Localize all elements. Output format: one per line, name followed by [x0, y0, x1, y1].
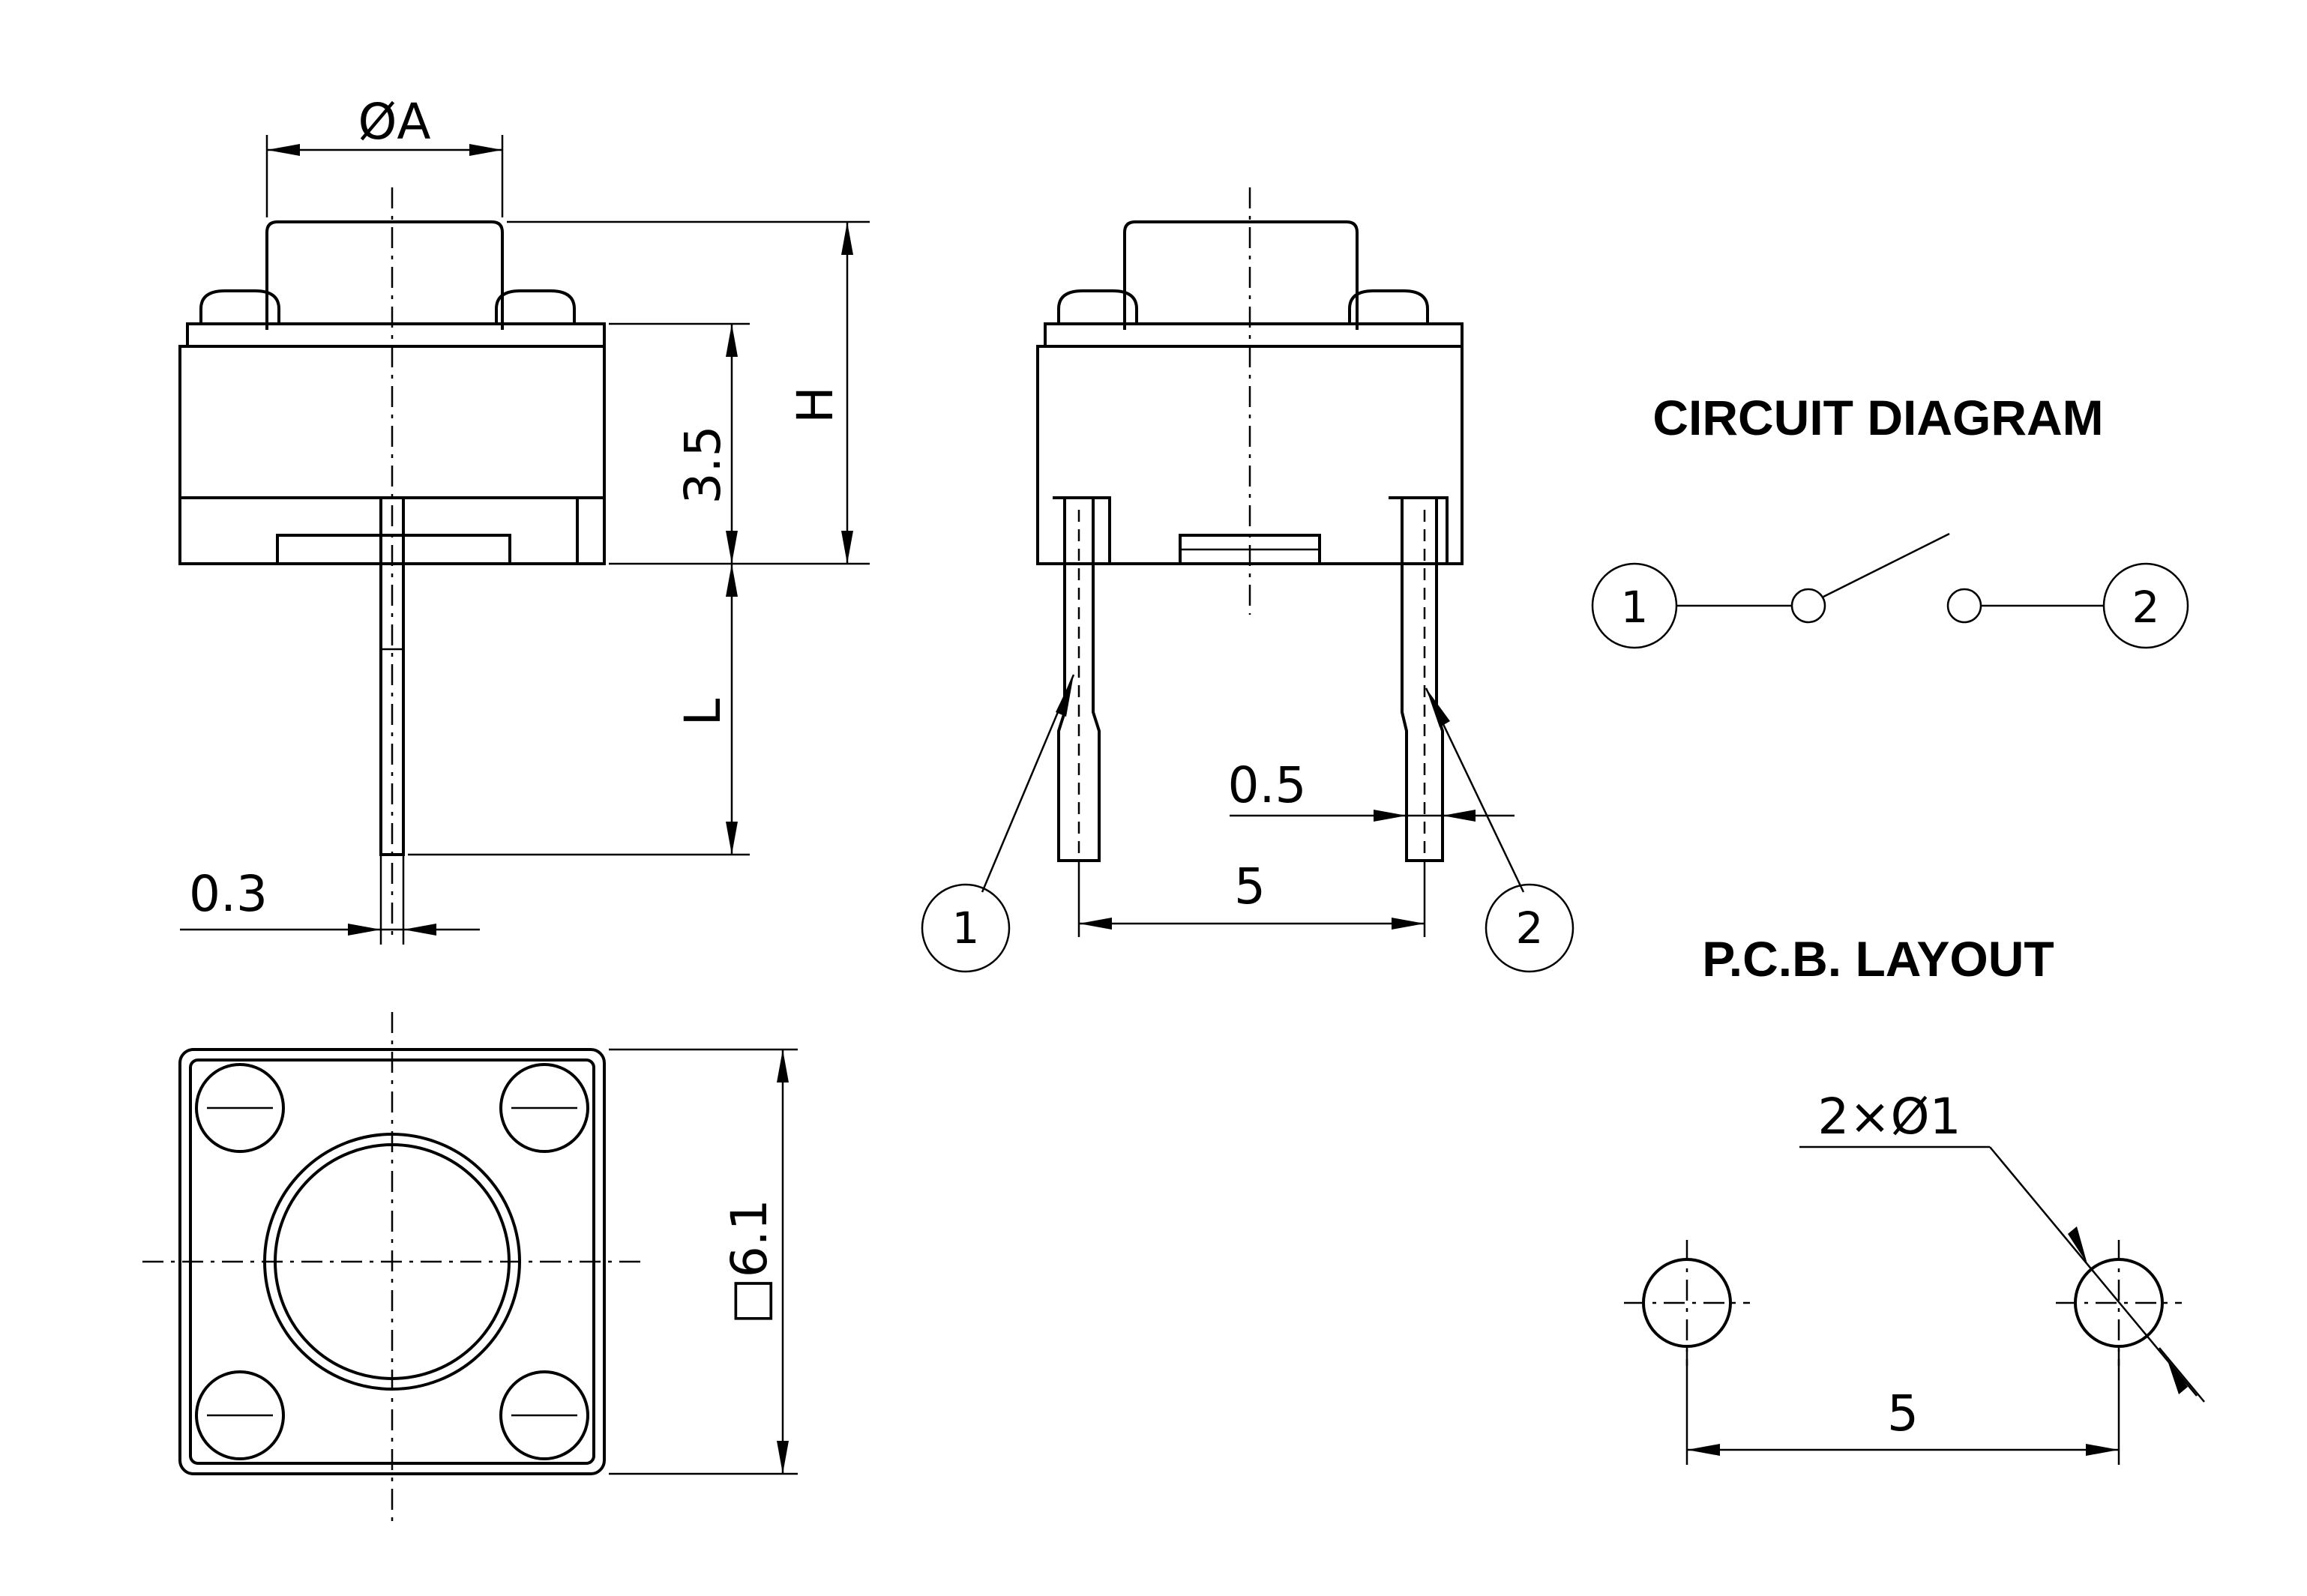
pcb-layout: P.C.B. LAYOUT 2×Ø1 5: [1624, 931, 2205, 1465]
dim-body-square: □6.1: [721, 1199, 778, 1324]
dim-height: H: [786, 386, 844, 424]
dim-lead-length: L: [674, 698, 732, 726]
circuit-pin-1: 1: [1621, 582, 1649, 633]
callout-pin-2: 2: [1516, 903, 1544, 954]
circuit-pin-2: 2: [2132, 582, 2160, 633]
top-view: □6.1: [142, 1012, 798, 1522]
dim-pin-spacing: 5: [1234, 858, 1266, 915]
dim-body-height: 3.5: [674, 426, 732, 505]
dim-lead-width: 0.5: [1228, 756, 1307, 814]
circuit-diagram: CIRCUIT DIAGRAM 1 2: [1591, 390, 2189, 649]
side-view: ØA H 3.5 L 0.3: [178, 93, 870, 945]
callout-pin-1: 1: [952, 903, 980, 954]
dim-button-diameter: ØA: [358, 93, 430, 151]
pcb-hole-spacing: 5: [1887, 1385, 1919, 1442]
front-view: 1 2 0.5 5: [921, 187, 1574, 973]
pcb-hole-spec: 2×Ø1: [1817, 1088, 1961, 1145]
circuit-title: CIRCUIT DIAGRAM: [1652, 390, 2103, 445]
pcb-title: P.C.B. LAYOUT: [1702, 931, 2054, 987]
dim-lead-thickness: 0.3: [189, 865, 268, 923]
